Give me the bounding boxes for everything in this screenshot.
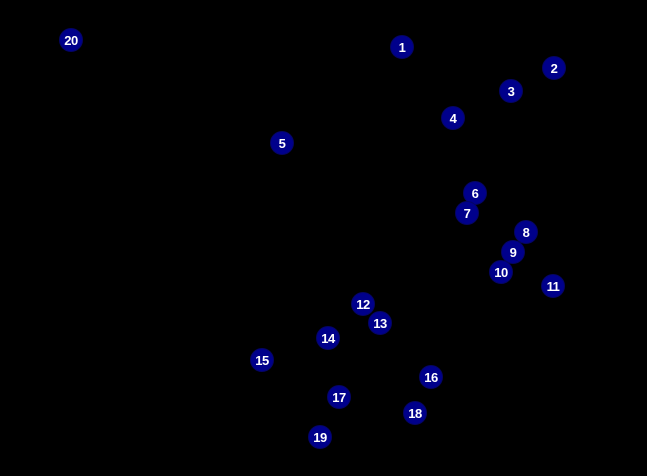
som-mark-label: 8	[522, 224, 530, 240]
som-mark-label: 18	[408, 405, 422, 421]
som-mark[interactable]: 13	[368, 311, 392, 335]
som-mark-label: 20	[64, 32, 78, 48]
som-mark-label: 16	[424, 369, 438, 385]
som-mark-label: 3	[507, 83, 515, 99]
som-mark-label: 4	[449, 110, 457, 126]
som-mark[interactable]: 1	[390, 35, 414, 59]
som-mark-label: 1	[398, 39, 406, 55]
som-mark[interactable]: 12	[351, 292, 375, 316]
som-mark[interactable]: 17	[327, 385, 351, 409]
som-mark[interactable]: 10	[489, 260, 513, 284]
som-mark-label: 9	[509, 244, 517, 260]
som-mark[interactable]: 2	[542, 56, 566, 80]
som-mark[interactable]: 15	[250, 348, 274, 372]
som-mark-label: 6	[471, 185, 479, 201]
som-mark-label: 19	[313, 429, 327, 445]
som-mark-label: 14	[321, 330, 335, 346]
som-mark-label: 7	[463, 205, 471, 221]
som-mark[interactable]: 19	[308, 425, 332, 449]
som-mark-label: 2	[550, 60, 558, 76]
som-mark[interactable]: 8	[514, 220, 538, 244]
som-mark[interactable]: 20	[59, 28, 83, 52]
som-mark[interactable]: 5	[270, 131, 294, 155]
som-mark[interactable]: 16	[419, 365, 443, 389]
som-mark[interactable]: 4	[441, 106, 465, 130]
som-mark[interactable]: 14	[316, 326, 340, 350]
som-mark[interactable]: 7	[455, 201, 479, 225]
som-mark-label: 11	[546, 278, 560, 294]
som-mark-label: 13	[373, 315, 387, 331]
som-mark[interactable]: 11	[541, 274, 565, 298]
som-mark-label: 17	[332, 389, 346, 405]
som-mark[interactable]: 18	[403, 401, 427, 425]
som-mark[interactable]: 3	[499, 79, 523, 103]
som-mark-label: 12	[356, 296, 370, 312]
som-mark-label: 10	[494, 264, 508, 280]
som-mark-label: 15	[255, 352, 269, 368]
som-mark-label: 5	[278, 135, 286, 151]
